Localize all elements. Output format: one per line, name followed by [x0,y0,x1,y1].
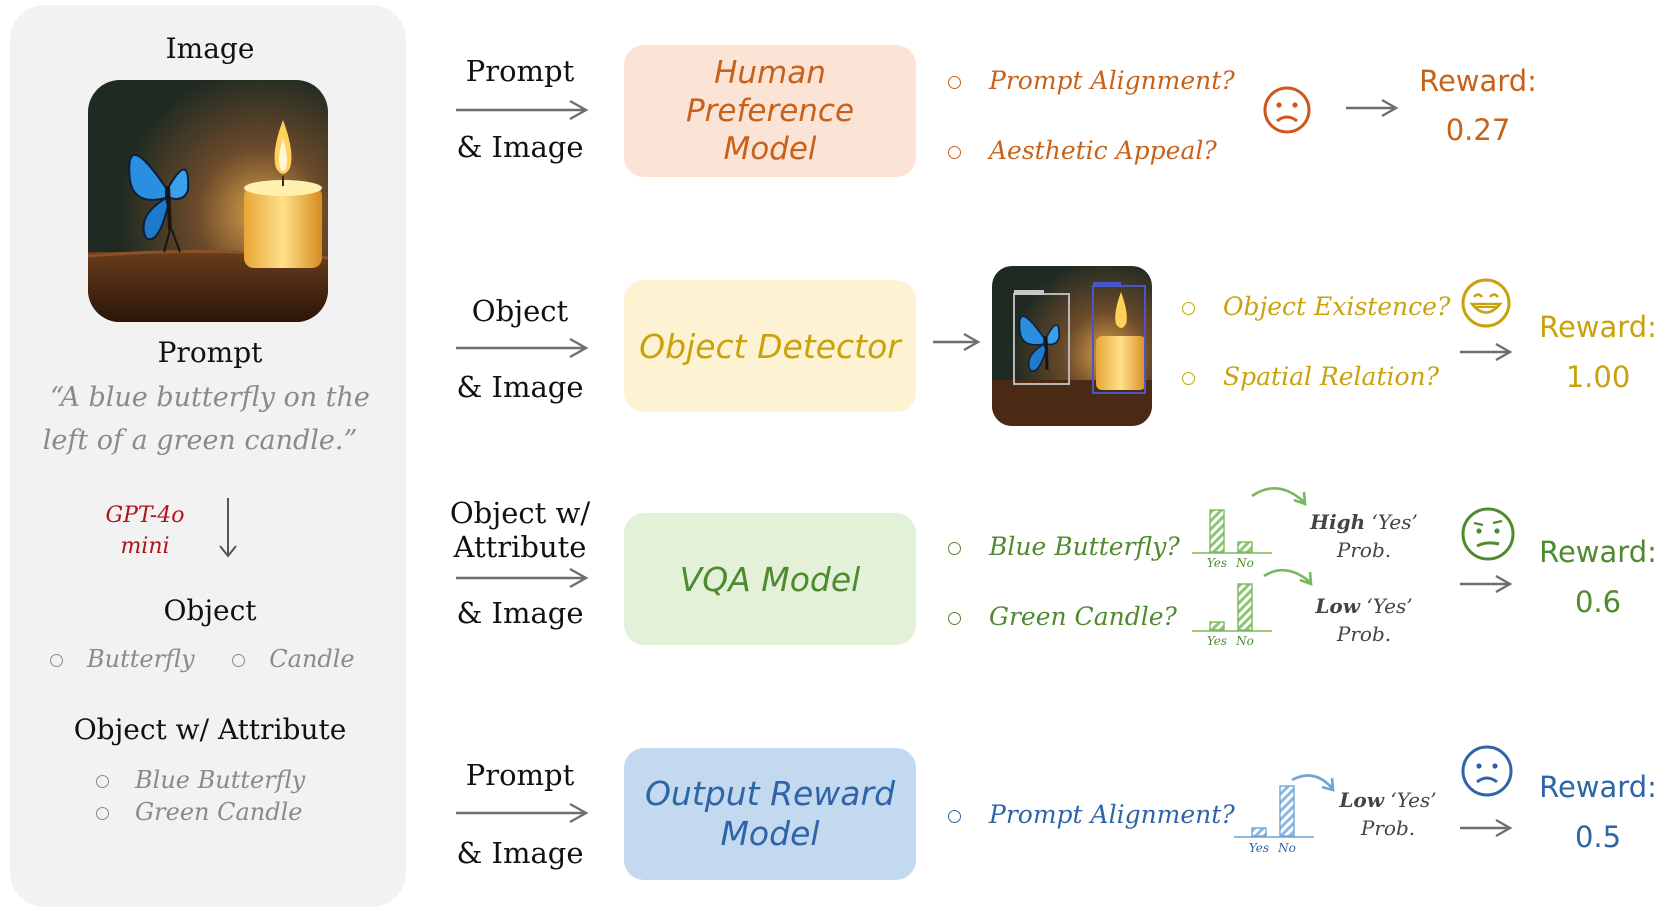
gpt-label: GPT-4o mini [80,500,210,562]
bar-no-low [1237,541,1253,553]
attr-item-green-candle: Green Candle [135,798,303,826]
attr-item-blue-butterfly: Blue Butterfly [135,766,306,794]
row3-model-line1: VQA Model [679,559,861,599]
bar-no-label: No [1277,841,1296,855]
bullet-icon [1182,302,1195,315]
curved-arrow-icon [1251,487,1313,586]
row1-reward-label: Reward: [1419,64,1537,98]
row2-question-1: Object Existence? [1182,292,1450,321]
row2-model-line1: Object Detector [639,326,901,366]
happy-face-icon [1461,278,1511,328]
object-item-butterfly: Butterfly [87,645,195,673]
row2-reward-value: 1.00 [1565,360,1631,394]
detection-result-image [992,266,1152,426]
bullet-icon [948,612,961,625]
row3-question-2: Green Candle? [948,602,1177,631]
row4-reward-value: 0.5 [1574,820,1622,854]
row4-reward-label: Reward: [1539,770,1657,804]
down-arrow-icon [219,498,237,558]
vqa-model-box: VQA Model [624,513,916,645]
gpt-label-line2: mini [120,534,170,559]
row2-question-2: Spatial Relation? [1182,362,1439,391]
bar-yes-high [1209,509,1225,553]
bar-yes-label: Yes [1207,634,1227,648]
row1-input-bottom: & Image [456,130,584,164]
gpt-label-line1: GPT-4o [105,503,185,528]
bar-no-label: No [1235,556,1254,570]
row1-reward-value: 0.27 [1445,113,1511,147]
confused-face-icon [1461,507,1515,561]
row1-model-line3: Model [723,131,817,167]
row3-reward-label: Reward: [1539,535,1657,569]
high-word: High [1310,510,1366,534]
row1-input-top: Prompt [465,54,575,88]
prompt-text-line2: left of a green candle.” [42,425,358,456]
object-list: Butterfly Candle [50,645,355,673]
high-yes-prob-label: High ‘Yes’ Prob. [1310,510,1418,562]
row4-input-bottom: & Image [456,836,584,870]
row3-reward-value: 0.6 [1574,585,1622,619]
low-word: Low [1339,788,1384,812]
bullet-icon [1182,372,1195,385]
butterfly-candle-image [88,80,328,322]
bullet-icon [948,542,961,555]
row3-input-bottom: & Image [456,596,584,630]
low-yes-prob-label: Low ‘Yes’ Prob. [1339,788,1437,840]
row4-input-top: Prompt [465,758,575,792]
bar-yes-low [1251,827,1267,837]
attribute-list: Blue Butterfly Green Candle [96,764,305,828]
bar-no-high [1279,785,1295,837]
human-preference-model-box: Human Preference Model [624,45,916,177]
vqa-probability-bars: Yes No Yes No [1192,487,1313,648]
prompt-title: Prompt [157,336,263,369]
row1-model-line1: Human [714,55,826,91]
bullet-icon [96,807,109,820]
bar-yes-label: Yes [1207,556,1227,570]
curved-arrow-icon [1291,774,1335,792]
bullet-icon [948,76,961,89]
object-detector-box: Object Detector [624,280,916,412]
sad-face-icon [1461,745,1513,797]
row3-question-1: Blue Butterfly? [948,532,1180,561]
attribute-title: Object w/ Attribute [73,713,347,746]
row3-input-top: Object w/ Attribute [440,496,600,564]
row1-question-1: Prompt Alignment? [948,66,1235,95]
bar-yes-label: Yes [1249,841,1269,855]
bullet-icon [96,775,109,788]
image-title: Image [165,32,255,65]
row2-input-bottom: & Image [456,370,584,404]
bar-no-label: No [1235,634,1254,648]
sad-face-icon [1263,86,1311,134]
prompt-text-line1: “A blue butterfly on the [50,382,370,413]
orm-probability-bars: Yes No [1234,774,1335,855]
object-item-candle: Candle [269,645,355,673]
bar-yes-low [1209,621,1225,631]
row2-input-top: Object [471,294,569,328]
row4-model-line2: Model [720,814,820,853]
row3-input-line2: Attribute [453,530,587,564]
row4-question-1: Prompt Alignment? [948,800,1235,829]
bullet-icon [948,810,961,823]
row2-reward-label: Reward: [1539,310,1657,344]
object-title: Object [163,594,257,627]
output-reward-model-box: Output Reward Model [624,748,916,880]
row1-model-line2: Preference [685,93,855,129]
low-yes-prob-label: Low ‘Yes’ Prob. [1315,594,1413,646]
bullet-icon [50,654,63,667]
low-word: Low [1315,594,1360,618]
bullet-icon [232,654,246,667]
bar-no-high [1237,583,1253,631]
row3-input-line1: Object w/ [449,496,591,530]
row1-question-2: Aesthetic Appeal? [948,136,1217,165]
bullet-icon [948,146,961,159]
row4-model-line1: Output Reward [644,774,896,813]
